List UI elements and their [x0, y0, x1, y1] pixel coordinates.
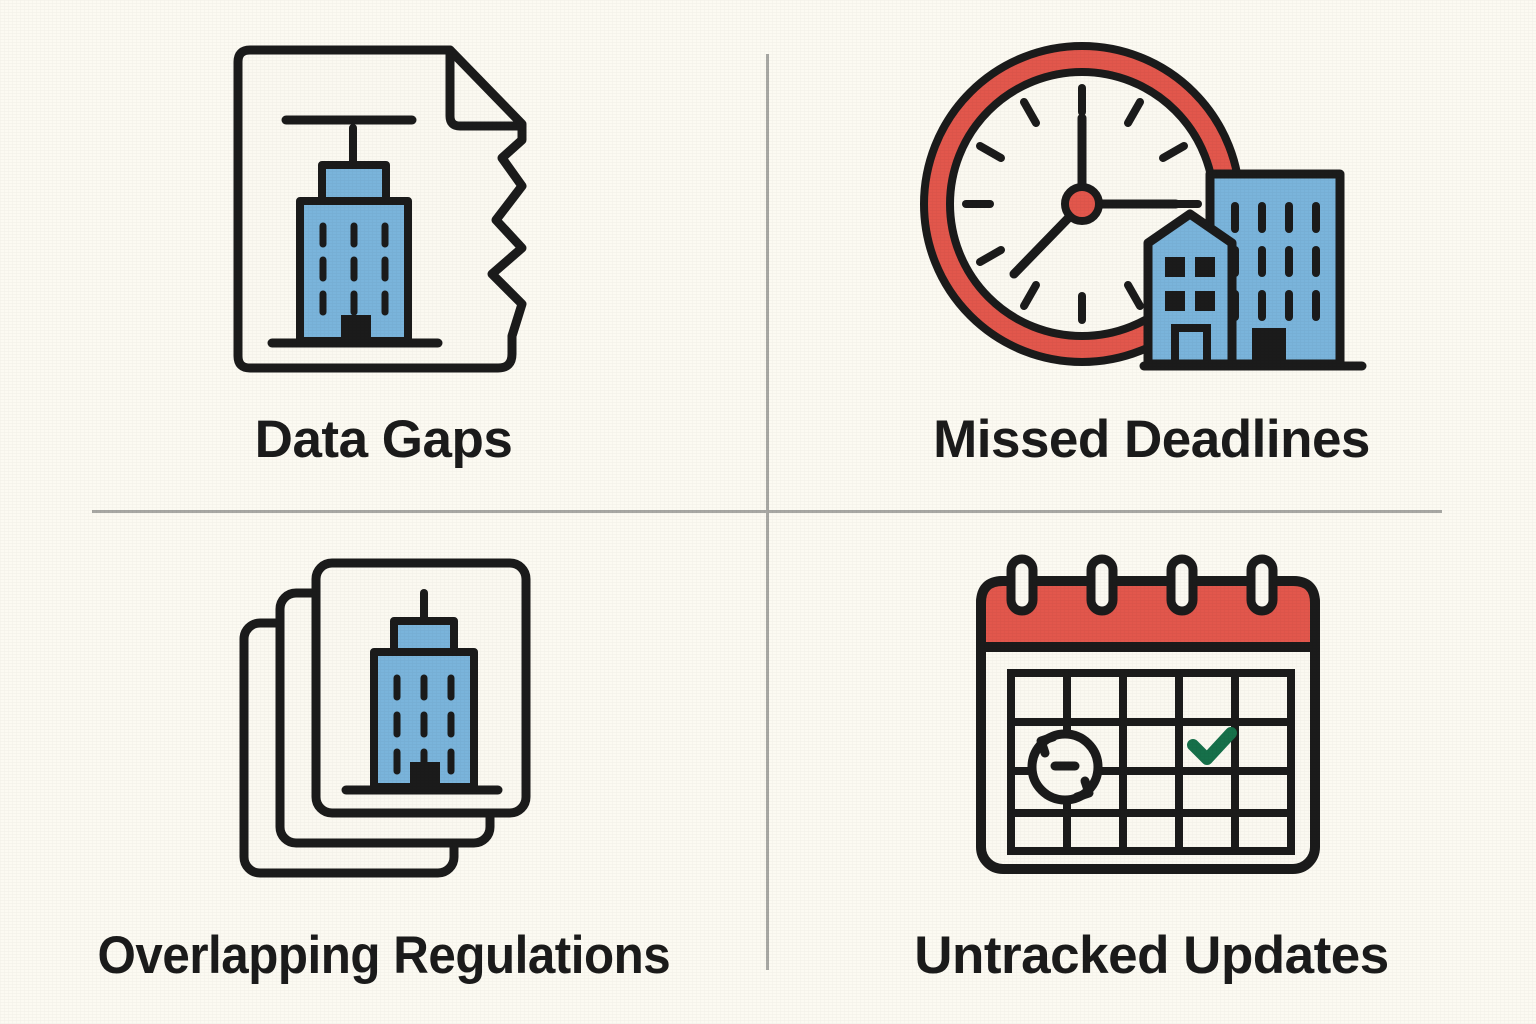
divider-horizontal	[92, 510, 1442, 513]
tall-building-door	[1251, 327, 1286, 364]
calendar-refresh-check-icon	[967, 554, 1337, 885]
clock-center-hub	[1060, 182, 1103, 225]
tower-door	[409, 762, 440, 789]
binder-ring	[1166, 554, 1197, 616]
cell-untracked-updates[interactable]: Untracked Updates	[767, 511, 1536, 1024]
small-house	[1143, 209, 1236, 368]
office-tower	[267, 123, 442, 347]
clock-buildings-icon	[919, 36, 1372, 381]
small-house-body	[1143, 209, 1236, 368]
cell-label-untracked-updates: Untracked Updates	[914, 926, 1389, 985]
cell-overlapping-regulations[interactable]: Overlapping Regulations	[0, 511, 767, 1024]
cell-label-data-gaps: Data Gaps	[254, 409, 513, 469]
tower-windows	[393, 674, 454, 775]
tower-door	[340, 314, 371, 343]
house-door	[1170, 323, 1211, 364]
office-tower	[341, 589, 502, 795]
cell-missed-deadlines[interactable]: Missed Deadlines	[767, 0, 1536, 511]
cell-data-gaps[interactable]: Data Gaps	[0, 0, 767, 511]
tall-building-windows	[1230, 201, 1320, 321]
torn-document-building-icon	[233, 36, 534, 381]
binder-ring	[1246, 554, 1277, 616]
binder-ring	[1006, 554, 1037, 616]
stacked-documents-building-icon	[234, 555, 534, 885]
tower-windows	[319, 222, 388, 315]
calendar-binder-rings	[1006, 554, 1277, 616]
calendar-header-band	[975, 576, 1320, 652]
house-window	[1164, 290, 1185, 311]
house-window	[1164, 256, 1185, 277]
house-window	[1194, 256, 1215, 277]
binder-ring	[1086, 554, 1117, 616]
page-fold	[445, 45, 526, 130]
house-window	[1194, 290, 1215, 311]
check-icon	[1186, 727, 1237, 765]
refresh-sync-icon	[1027, 729, 1102, 805]
cell-label-overlapping-regulations: Overlapping Regulations	[97, 926, 670, 985]
cell-label-missed-deadlines: Missed Deadlines	[933, 409, 1370, 469]
